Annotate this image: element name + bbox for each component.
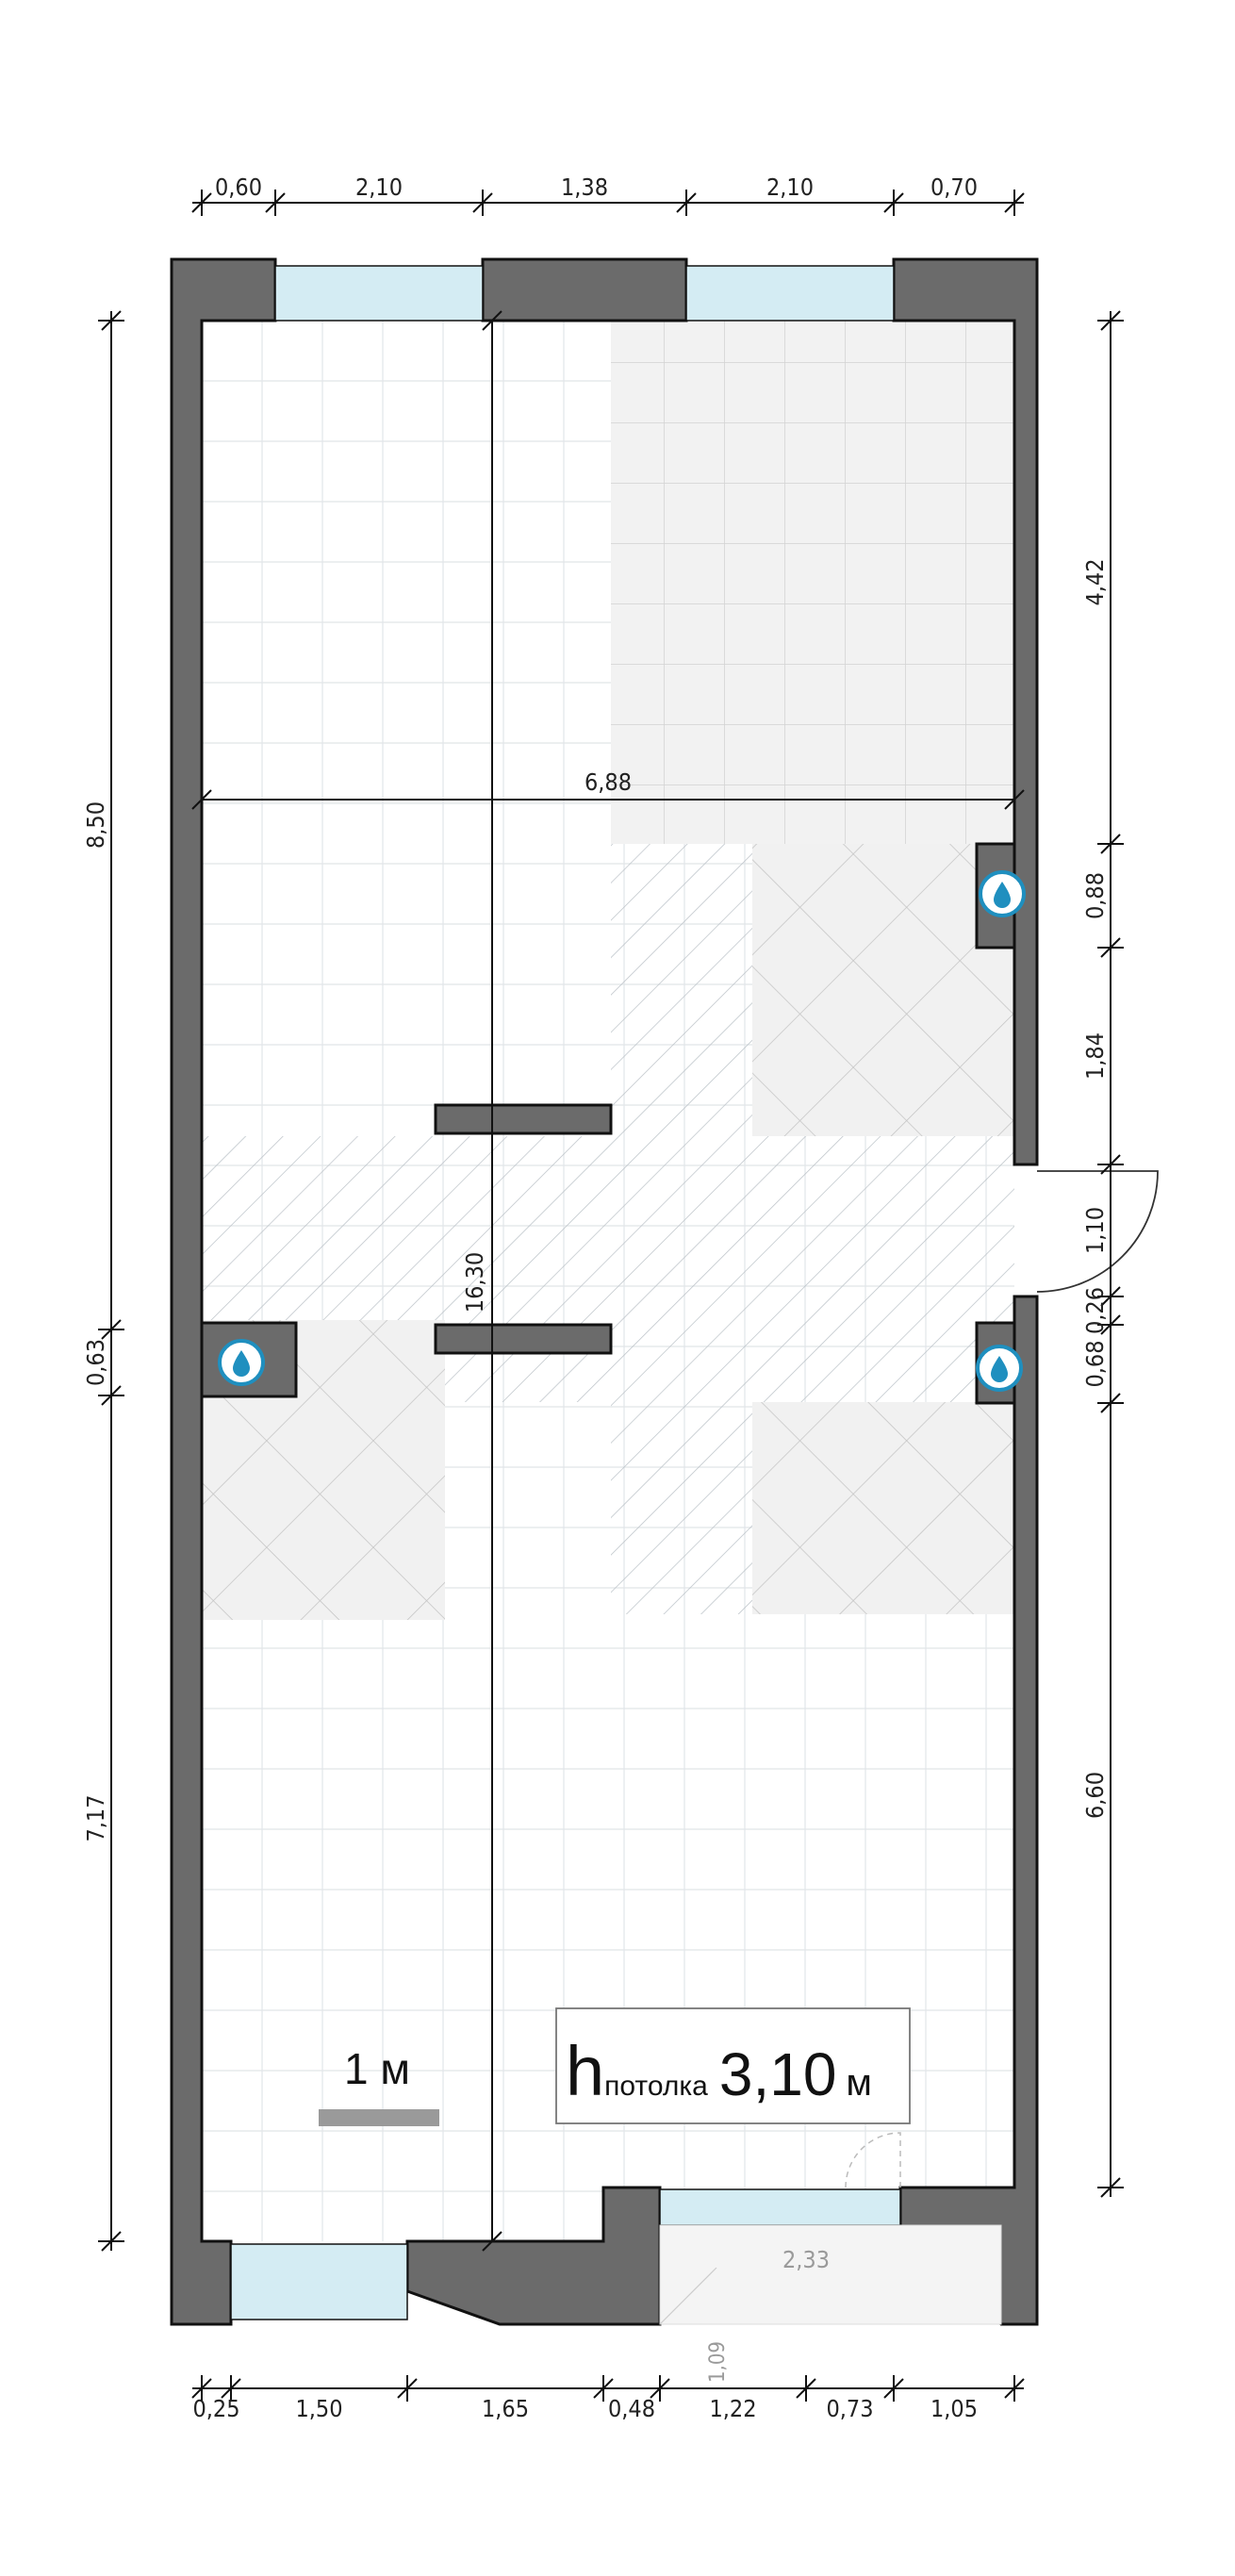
bottom-dimension-label: 1,05 bbox=[930, 2395, 978, 2422]
diamond-tile-zone-bottom-right bbox=[752, 1402, 1014, 1614]
ceiling-symbol: h bbox=[566, 2032, 604, 2110]
top-dimension-label: 2,10 bbox=[355, 173, 403, 201]
top-dimension-label: 2,10 bbox=[766, 173, 814, 201]
right-dimension-label: 0,88 bbox=[1081, 872, 1109, 919]
scale-bar-rect bbox=[319, 2109, 439, 2126]
interior-partition-lower bbox=[434, 1323, 613, 1355]
chain-dimensions: 0,60 2,10 1,38 2,10 0,70 0,25 1,50 1,65 0,48 1,22… bbox=[82, 173, 1124, 2422]
right-dimension-label: 0,26 bbox=[1081, 1287, 1109, 1334]
left-dimension-label: 7,17 bbox=[82, 1794, 109, 1841]
ceiling-value: 3,10 bbox=[719, 2040, 837, 2108]
right-dimension-label: 1,84 bbox=[1081, 1032, 1109, 1080]
water-drop-icon bbox=[218, 1339, 265, 1386]
water-drop-icon bbox=[979, 870, 1026, 917]
scale-label: 1 м bbox=[344, 2044, 410, 2093]
openings bbox=[659, 1170, 1159, 2325]
square-tile-zone bbox=[611, 321, 1014, 844]
water-points bbox=[218, 870, 1026, 1392]
left-dimension-label: 8,50 bbox=[82, 801, 109, 849]
window-bottom-left bbox=[230, 2243, 408, 2320]
diagonal-hatch-zone-top bbox=[611, 844, 752, 1136]
bottom-dimension-label: 0,73 bbox=[826, 2395, 873, 2422]
left-dimension-label: 0,63 bbox=[82, 1339, 109, 1386]
right-dimension-label: 1,10 bbox=[1081, 1207, 1109, 1254]
diamond-tile-zone-top bbox=[752, 844, 1014, 1136]
window-top-right bbox=[685, 265, 895, 322]
diagonal-hatch-zone-lower bbox=[611, 1402, 752, 1614]
right-dimension-label: 6,60 bbox=[1081, 1772, 1109, 1819]
overall-dimensions: 6,88 16,30 bbox=[191, 310, 1025, 2252]
balcony-width-label: 2,33 bbox=[782, 2246, 830, 2273]
floor-finishes bbox=[202, 321, 1014, 1620]
top-middle-wall bbox=[481, 257, 688, 322]
top-dimension-label: 0,70 bbox=[930, 173, 978, 201]
bottom-dimension-label: 1,22 bbox=[709, 2395, 756, 2422]
balcony-door-swing bbox=[845, 2132, 901, 2188]
top-dimension-label: 1,38 bbox=[561, 173, 608, 201]
ceiling-subscript: потолка bbox=[604, 2071, 708, 2102]
walls bbox=[170, 257, 1039, 2326]
overall-length-label: 16,30 bbox=[461, 1252, 488, 1313]
scale-bar: 1 м bbox=[319, 2044, 439, 2126]
right-dimension-label: 0,68 bbox=[1081, 1340, 1109, 1387]
entrance-door-swing bbox=[1036, 1170, 1159, 1293]
bottom-left-wall bbox=[405, 2186, 662, 2326]
window-bottom-balcony bbox=[659, 2188, 901, 2226]
water-drop-icon bbox=[976, 1345, 1023, 1392]
bottom-dimension-label: 1,50 bbox=[295, 2395, 342, 2422]
ceiling-unit: м bbox=[846, 2062, 872, 2104]
window-top-left bbox=[274, 265, 484, 322]
overall-width-label: 6,88 bbox=[585, 768, 632, 796]
balcony-diagonal bbox=[659, 2267, 717, 2325]
balcony-depth-label: 1,09 bbox=[706, 2341, 730, 2383]
top-dimension-label: 0,60 bbox=[215, 173, 262, 201]
bottom-dimension-label: 1,65 bbox=[482, 2395, 529, 2422]
bottom-dimension-label: 0,25 bbox=[192, 2395, 239, 2422]
interior-partition-upper bbox=[434, 1103, 613, 1135]
windows bbox=[230, 265, 901, 2320]
right-dimension-label: 4,42 bbox=[1081, 558, 1109, 605]
bottom-dimension-label: 0,48 bbox=[608, 2395, 655, 2422]
balcony-floor bbox=[659, 2224, 1002, 2325]
